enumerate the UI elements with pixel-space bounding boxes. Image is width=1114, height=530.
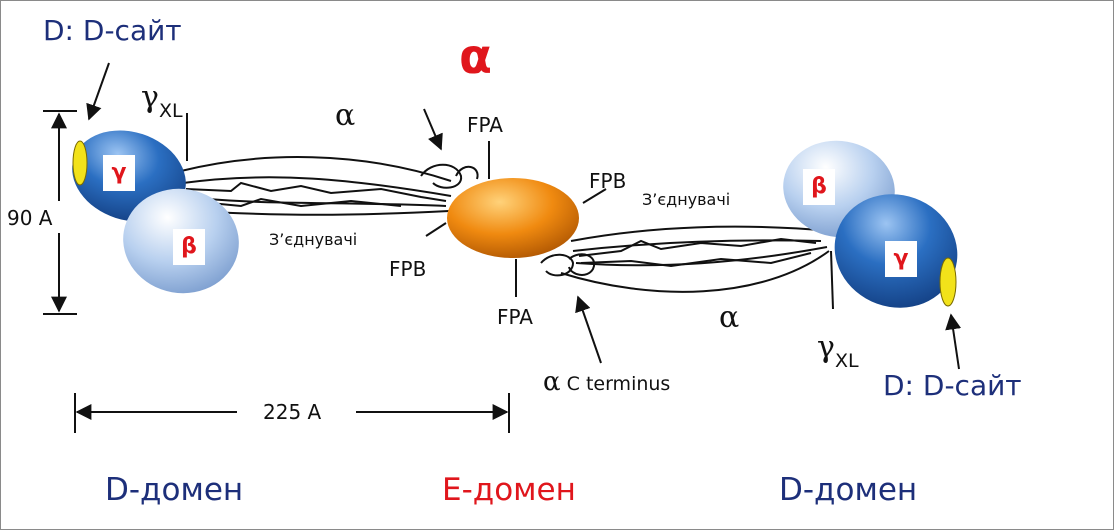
left-gamma-box: γ — [103, 155, 135, 191]
right-gamma-box: γ — [885, 241, 917, 277]
left-d-site-label: D: D-сайт — [43, 14, 182, 47]
cterm-terminus: terminus — [585, 373, 671, 395]
right-beta-box: β — [803, 169, 835, 205]
left-gamma-xl-label: γXL — [141, 80, 183, 121]
pointer-arrows — [86, 62, 962, 370]
title-alpha: α — [459, 29, 492, 85]
right-alpha-label: α — [719, 300, 740, 335]
cterm-alpha-symbol: α — [543, 367, 561, 397]
center-alpha-label: α — [335, 98, 356, 133]
left-linkers-label: З’єднувачі — [269, 230, 358, 249]
fpa-top-label: FPA — [467, 113, 503, 137]
height-dimension — [43, 110, 77, 315]
left-gamma-xl-sub: XL — [158, 100, 183, 122]
right-gamma-xl-label: γXL — [817, 330, 859, 371]
length-label: 225 A — [263, 400, 322, 424]
d-domain-left — [72, 130, 239, 294]
right-d-site-label: D: D-сайт — [883, 369, 1022, 402]
fpa-bottom-label: FPA — [497, 305, 533, 329]
length-dimension — [74, 393, 510, 433]
right-gamma-symbol: γ — [817, 330, 835, 365]
right-gamma-xl-sub: XL — [834, 350, 859, 372]
center-domain-name: E-домен — [442, 472, 576, 508]
height-label: 90 A — [7, 206, 53, 230]
left-fpb-label: FPB — [389, 257, 427, 281]
e-domain — [425, 141, 607, 297]
cterm-c: C — [566, 373, 580, 395]
left-domain-name: D-домен — [105, 472, 244, 508]
alpha-c-terminus-label: α C terminus — [543, 369, 670, 395]
right-linkers-label: З’єднувачі — [642, 190, 731, 209]
left-beta-box: β — [173, 229, 205, 265]
right-domain-name: D-домен — [779, 472, 918, 508]
left-gamma-symbol: γ — [141, 80, 159, 115]
fpb-right-label: FPB — [589, 169, 627, 193]
coiled-coil-right — [540, 225, 834, 310]
